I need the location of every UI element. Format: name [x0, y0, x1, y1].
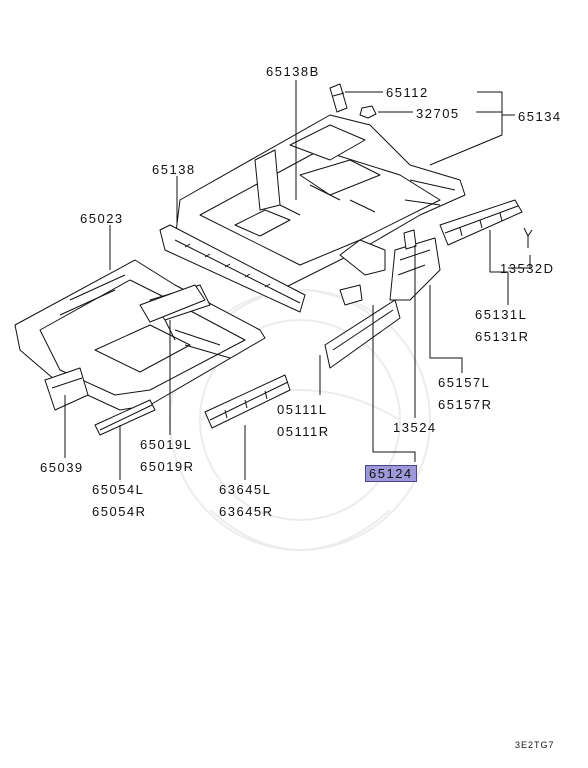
nut-32705: [359, 105, 377, 119]
label-65054r[interactable]: 65054R: [92, 504, 147, 519]
label-65157l[interactable]: 65157L: [438, 375, 491, 390]
label-65131r[interactable]: 65131R: [475, 329, 530, 344]
side-rail-65131: [439, 199, 523, 246]
watermark-emblem: [169, 289, 431, 551]
reinforcement-05111: [324, 284, 401, 369]
label-13524[interactable]: 13524: [393, 420, 437, 435]
label-32705[interactable]: 32705: [416, 106, 460, 121]
label-65124-highlighted[interactable]: 65124: [365, 465, 417, 482]
label-65039[interactable]: 65039: [40, 460, 84, 475]
label-65019r[interactable]: 65019R: [140, 459, 195, 474]
sill-65054: [94, 399, 156, 436]
label-65019l[interactable]: 65019L: [140, 437, 193, 452]
diagram-code: 3E2TG7: [515, 740, 555, 750]
leader-lines: [64, 80, 531, 480]
label-65131l[interactable]: 65131L: [475, 307, 528, 322]
label-65023[interactable]: 65023: [80, 211, 124, 226]
label-05111l[interactable]: 05111L: [277, 402, 328, 417]
rail-63645: [204, 374, 291, 429]
label-05111r[interactable]: 05111R: [277, 424, 330, 439]
bracket-65039: [44, 367, 89, 411]
label-13532d[interactable]: 13532D: [500, 261, 555, 276]
label-63645l[interactable]: 63645L: [219, 482, 272, 497]
rear-cross-member: [159, 224, 386, 313]
label-65134[interactable]: 65134: [518, 109, 562, 124]
label-65054l[interactable]: 65054L: [92, 482, 145, 497]
rear-floor-pan: [174, 114, 466, 296]
label-65138b[interactable]: 65138B: [266, 64, 320, 79]
label-65157r[interactable]: 65157R: [438, 397, 493, 412]
bracket-13524: [403, 229, 417, 250]
label-65112[interactable]: 65112: [386, 85, 429, 100]
label-65138[interactable]: 65138: [152, 162, 196, 177]
clip-65138B: [329, 83, 348, 113]
label-63645r[interactable]: 63645R: [219, 504, 274, 519]
bracket-13532D: [523, 227, 533, 248]
